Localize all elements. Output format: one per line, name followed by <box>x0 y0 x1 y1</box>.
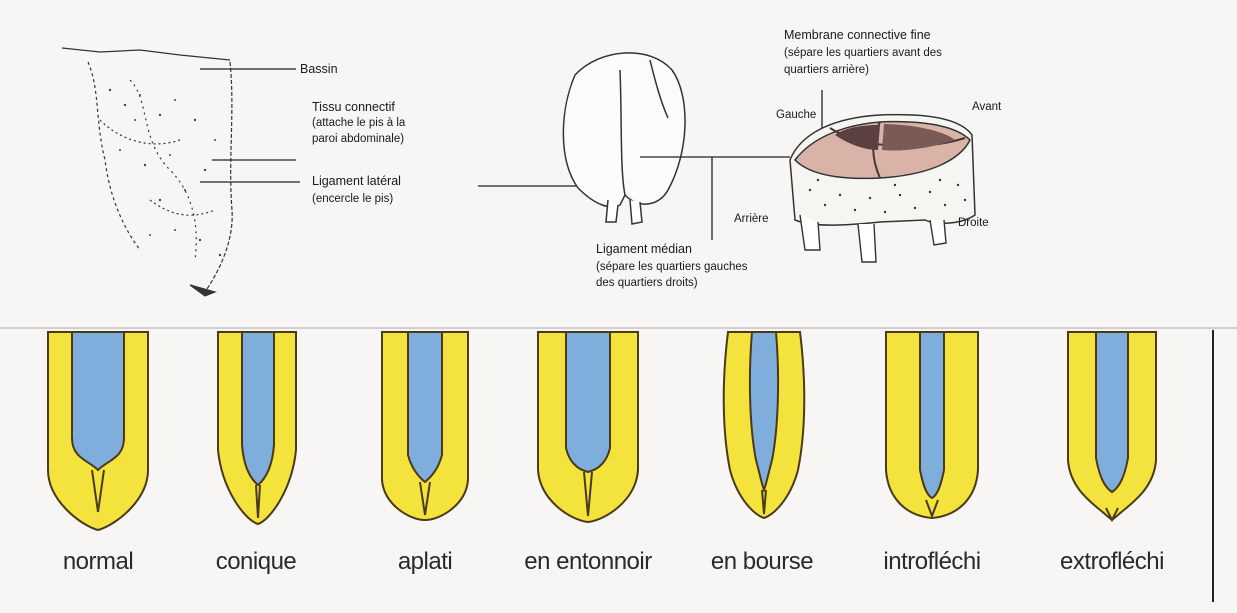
teat-en-bourse <box>724 332 805 518</box>
label-ligament-median-sub1: (sépare les quartiers gauches <box>596 260 748 275</box>
label-tissu-connectif: Tissu connectif <box>312 100 395 115</box>
label-arriere: Arrière <box>734 212 769 227</box>
caption-en-entonnoir: en entonnoir <box>524 548 651 576</box>
cow-sketch-dots <box>109 89 221 256</box>
teat-conique <box>218 332 296 524</box>
label-avant: Avant <box>972 100 1001 115</box>
label-membrane-connective: Membrane connective fine <box>784 28 931 43</box>
label-tissu-connectif-sub1: (attache le pis à la <box>312 116 405 131</box>
teat-normal <box>48 332 148 530</box>
caption-extroflechi: extrofléchi <box>1060 548 1164 576</box>
label-bassin: Bassin <box>300 62 338 77</box>
cow-hindquarter-sketch <box>62 48 232 296</box>
label-membrane-sub2: quartiers arrière) <box>784 63 869 78</box>
udder-cross-section <box>790 115 975 262</box>
label-membrane-sub1: (sépare les quartiers avant des <box>784 46 942 61</box>
teat-aplati <box>382 332 468 520</box>
teat-extroflechi <box>1068 332 1156 520</box>
teat-en-entonnoir <box>538 332 638 522</box>
caption-conique: conique <box>216 548 297 576</box>
label-ligament-lateral: Ligament latéral <box>312 174 401 189</box>
label-tissu-connectif-sub2: paroi abdominale) <box>312 132 404 147</box>
label-droite: Droite <box>958 216 989 231</box>
udder-anatomy-figure: Bassin Tissu connectif (attache le pis à… <box>0 0 1237 330</box>
label-ligament-lateral-sub: (encercle le pis) <box>312 192 393 207</box>
caption-normal: normal <box>63 548 133 576</box>
caption-en-bourse: en bourse <box>711 548 813 576</box>
label-ligament-median-sub2: des quartiers droits) <box>596 276 698 291</box>
caption-introflechi: introfléchi <box>883 548 980 576</box>
label-gauche: Gauche <box>776 108 816 123</box>
udder-rear-view <box>563 53 685 224</box>
caption-aplati: aplati <box>398 548 452 576</box>
right-border-line <box>1212 330 1214 602</box>
label-ligament-median: Ligament médian <box>596 242 692 257</box>
teat-introflechi <box>886 332 978 518</box>
